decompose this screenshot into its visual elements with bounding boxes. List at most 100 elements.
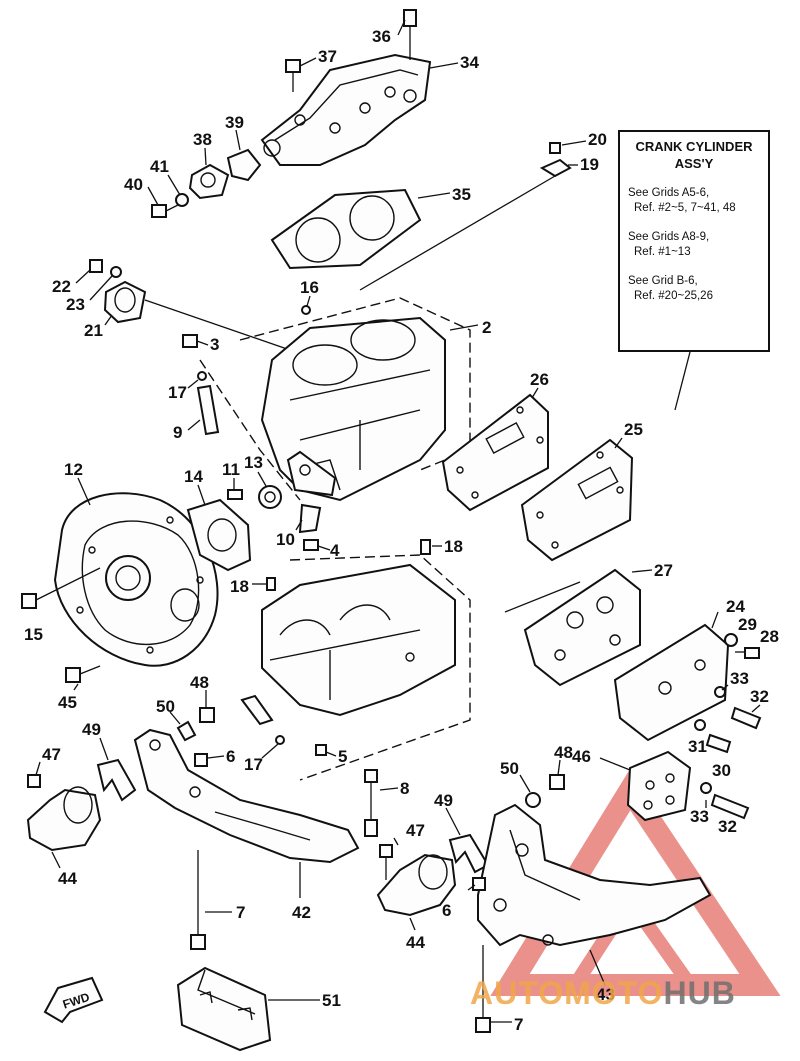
info-box-title: CRANK CYLINDER ASS'Y [628,138,760,172]
svg-text:32: 32 [750,687,769,706]
callout-50b: 50 [500,759,531,793]
fwd-direction-tag: FWD [43,976,104,1024]
watermark-text: AUTOMOTOHUB [470,975,736,1012]
svg-text:14: 14 [184,467,203,486]
mount-rubber-44b [376,853,457,917]
svg-text:6: 6 [442,901,451,920]
callout-10: 10 [276,519,303,549]
washer-41 [175,193,189,207]
bolt-32b [710,793,750,820]
svg-text:43: 43 [596,985,615,1004]
callout-51: 51 [268,991,341,1010]
cylinder-block-2 [239,297,471,502]
nut-6b [472,877,486,891]
info-note-line: See Grids A5-6, [628,187,710,199]
svg-text:33: 33 [690,807,709,826]
ring-17a [197,371,207,381]
svg-text:12: 12 [64,460,83,479]
svg-text:7: 7 [236,903,245,922]
cover-plate-25 [520,438,634,562]
cover-21 [103,280,291,351]
callout-28: 28 [760,627,779,646]
svg-text:32: 32 [718,817,737,836]
thermostat-cover-38 [188,163,230,200]
washer-50a [176,720,197,742]
svg-text:33: 33 [730,669,749,688]
svg-text:20: 20 [588,130,607,149]
nut-48a [199,707,215,723]
svg-text:18: 18 [230,577,249,596]
bolt-32a [730,706,762,730]
svg-text:45: 45 [58,693,77,712]
clip-49a [96,758,137,802]
svg-text:47: 47 [406,821,425,840]
block-51 [176,966,272,1052]
screw-5 [315,744,327,756]
crank-cylinder-reference-box: CRANK CYLINDER ASS'Y See Grids A5-6, Ref… [618,130,770,352]
washer-33b [700,782,712,794]
bolt-22 [89,259,103,273]
callout-38: 38 [193,130,212,166]
bolt-47a [27,774,41,788]
callout-19: 19 [568,155,599,174]
callout-30: 30 [712,761,731,780]
svg-text:44: 44 [58,869,77,888]
long-bolt-7b [475,945,491,1033]
bracket-24 [613,623,730,742]
svg-text:38: 38 [193,130,212,149]
svg-text:9: 9 [173,423,182,442]
svg-text:44: 44 [406,933,425,952]
clip-19 [359,158,572,291]
info-note-ref: Ref. #2~5, 7~41, 48 [634,202,736,214]
bolt-15 [21,567,101,609]
callout-23: 23 [66,275,113,314]
callout-35: 35 [417,185,471,204]
svg-text:31: 31 [688,737,707,756]
callout-25: 25 [614,420,643,449]
bolt-37 [285,59,301,92]
hose-17b [240,694,274,726]
bolt-20 [549,142,561,154]
callout-32a: 32 [750,687,769,713]
svg-text:4: 4 [330,541,340,560]
svg-text:6: 6 [226,747,235,766]
callout-22: 22 [52,269,91,296]
callout-46: 46 [572,747,631,771]
svg-text:5: 5 [338,747,347,766]
svg-text:25: 25 [624,420,643,439]
watermark-part1: AUTOMOTO [470,975,664,1011]
callout-4: 4 [317,541,340,560]
info-note: See Grids A5-6, Ref. #2~5, 7~41, 48 [628,186,760,216]
callout-43: 43 [589,949,615,1004]
svg-text:29: 29 [738,615,757,634]
svg-text:17: 17 [244,755,263,774]
svg-text:50: 50 [156,697,175,716]
svg-text:15: 15 [24,625,43,644]
svg-text:16: 16 [300,278,319,297]
washer-23 [110,266,122,278]
callout-50a: 50 [156,697,181,725]
hose-9 [196,359,301,501]
callout-33b: 33 [690,800,709,826]
svg-text:28: 28 [760,627,779,646]
svg-text:48: 48 [190,673,209,692]
callout-11: 11 [222,460,240,490]
svg-text:36: 36 [372,27,391,46]
callout-33a: 33 [721,669,749,691]
callout-29: 29 [738,615,757,634]
callout-24: 24 [711,597,745,629]
svg-text:47: 47 [42,745,61,764]
callout-36: 36 [372,19,406,46]
callout-34: 34 [429,53,479,72]
callout-12: 12 [64,460,91,506]
svg-text:7: 7 [514,1015,523,1034]
long-bolt-7a [190,850,206,950]
callout-27: 27 [631,561,673,580]
nut-48b [549,774,565,790]
svg-text:51: 51 [322,991,341,1010]
svg-text:49: 49 [434,791,453,810]
callout-44b: 44 [406,917,425,952]
svg-text:46: 46 [572,747,591,766]
svg-text:10: 10 [276,530,295,549]
callout-3: 3 [210,335,219,354]
